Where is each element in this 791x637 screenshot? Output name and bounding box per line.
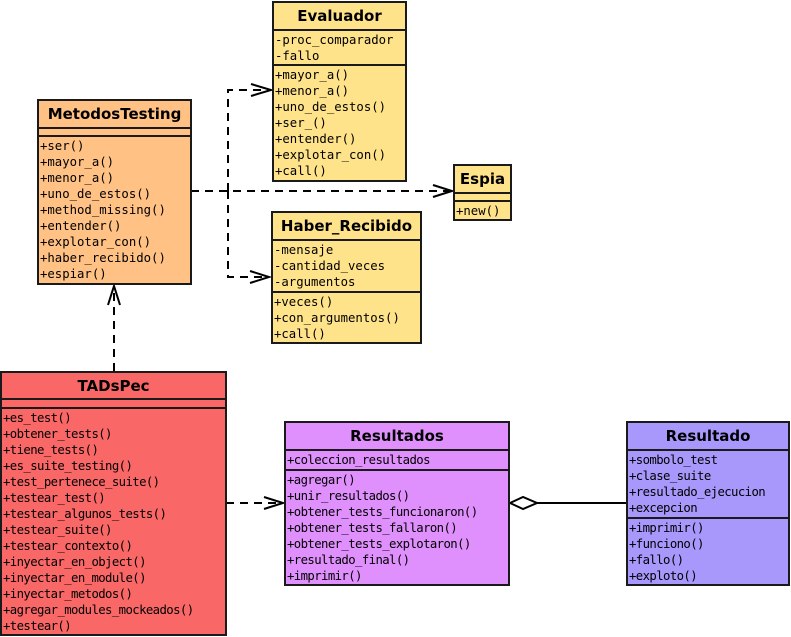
arrowhead-evaluador bbox=[250, 83, 275, 97]
method: +menor_a() bbox=[275, 84, 350, 98]
method: +testear_algunos_tests() bbox=[3, 507, 167, 521]
attribute: +sombolo_test bbox=[629, 453, 718, 467]
attributes-section bbox=[455, 194, 510, 202]
class-name: Haber_Recibido bbox=[273, 213, 420, 241]
method: +inyectar_en_module() bbox=[3, 571, 146, 585]
method: +imprimir() bbox=[629, 521, 704, 535]
aggregation-diamond bbox=[507, 495, 540, 511]
method: +ser_() bbox=[275, 116, 327, 130]
class-name: MetodosTesting bbox=[39, 101, 190, 129]
attributes-section bbox=[2, 400, 225, 409]
method: +explotar_con() bbox=[275, 148, 387, 162]
method: +exploto() bbox=[629, 569, 698, 583]
method: +call() bbox=[274, 327, 326, 341]
method: +con_argumentos() bbox=[274, 311, 400, 325]
class-name: Evaluador bbox=[274, 3, 405, 31]
arrowhead-espia bbox=[432, 184, 456, 198]
method: +fallo() bbox=[629, 553, 684, 567]
method: +inyectar_en_object() bbox=[3, 555, 146, 569]
class-name: Espia bbox=[455, 166, 510, 194]
attributes-section: +coleccion_resultados bbox=[286, 451, 508, 471]
method: +es_test() bbox=[3, 411, 72, 425]
class-metodos-testing[interactable]: MetodosTesting +ser() +mayor_a() +menor_a()… bbox=[37, 99, 192, 285]
methods-section: +new() bbox=[455, 202, 510, 220]
attribute: -proc_comparador bbox=[275, 33, 394, 47]
method: +obtener_tests() bbox=[3, 427, 112, 441]
methods-section: +agregar() +unir_resultados() +obtener_tes… bbox=[286, 471, 508, 585]
method: +agregar_modules_mockeados() bbox=[3, 603, 194, 617]
method: +resultado_final() bbox=[287, 553, 410, 567]
dependency-metodos-evaluador bbox=[227, 89, 270, 191]
method: +funciono() bbox=[629, 537, 704, 551]
method: +haber_recibido() bbox=[40, 251, 166, 265]
class-name: Resultados bbox=[286, 423, 508, 451]
class-evaluador[interactable]: Evaluador -proc_comparador -fallo +mayor_a(… bbox=[272, 1, 407, 182]
method: +imprimir() bbox=[287, 569, 362, 583]
attribute: +clase_suite bbox=[629, 469, 711, 483]
method: +test_pertenece_suite() bbox=[3, 475, 160, 489]
method: +testear_test() bbox=[3, 491, 106, 505]
method: +testear() bbox=[3, 619, 72, 633]
method: +agregar() bbox=[287, 473, 356, 487]
method: +entender() bbox=[40, 219, 122, 233]
methods-section: +veces() +con_argumentos() +call() bbox=[273, 293, 420, 343]
method: +call() bbox=[275, 164, 327, 178]
attributes-section: -proc_comparador -fallo bbox=[274, 31, 405, 66]
method: +testear_suite() bbox=[3, 523, 112, 537]
method: +veces() bbox=[274, 295, 334, 309]
class-espia[interactable]: Espia +new() bbox=[453, 164, 512, 221]
attribute: -argumentos bbox=[274, 275, 356, 289]
arrowhead-resultados bbox=[263, 496, 287, 510]
method: +entender() bbox=[275, 132, 357, 146]
methods-section: +es_test() +obtener_tests() +tiene_tests()… bbox=[2, 409, 225, 635]
arrowhead-haber-recibido bbox=[249, 270, 273, 284]
method: +new() bbox=[456, 204, 501, 218]
class-tadspec[interactable]: TADsPec +es_test() +obtener_tests() +tiene_… bbox=[0, 371, 227, 636]
arrowhead-metodos bbox=[107, 282, 121, 306]
method: +explotar_con() bbox=[40, 235, 152, 249]
attributes-section: +sombolo_test +clase_suite +resultado_ejec… bbox=[628, 451, 788, 519]
method: +ser() bbox=[40, 139, 85, 153]
method: +es_suite_testing() bbox=[3, 459, 133, 473]
attribute: -cantidad_veces bbox=[274, 259, 386, 273]
dependency-metodos-haber-recibido bbox=[227, 191, 268, 278]
attribute: +excepcion bbox=[629, 501, 698, 515]
method: +unir_resultados() bbox=[287, 489, 410, 503]
class-name: TADsPec bbox=[2, 373, 225, 400]
attribute: -mensaje bbox=[274, 243, 334, 257]
method: +uno_de_estos() bbox=[40, 187, 152, 201]
methods-section: +ser() +mayor_a() +menor_a() +uno_de_estos(… bbox=[39, 137, 190, 283]
methods-section: +imprimir() +funciono() +fallo() +exploto() bbox=[628, 519, 788, 585]
method: +method_missing() bbox=[40, 203, 166, 217]
attribute: +coleccion_resultados bbox=[287, 453, 430, 467]
attribute: +resultado_ejecucion bbox=[629, 485, 766, 499]
class-name: Resultado bbox=[628, 423, 788, 451]
method: +testear_contexto() bbox=[3, 539, 133, 553]
method: +espiar() bbox=[40, 267, 107, 281]
class-resultados[interactable]: Resultados +coleccion_resultados +agregar(… bbox=[284, 421, 510, 586]
methods-section: +mayor_a() +menor_a() +uno_de_estos() +ser_… bbox=[274, 66, 405, 180]
method: +obtener_tests_fallaron() bbox=[287, 521, 458, 535]
class-haber-recibido[interactable]: Haber_Recibido -mensaje -cantidad_veces -ar… bbox=[271, 211, 422, 344]
method: +uno_de_estos() bbox=[275, 100, 387, 114]
method: +obtener_tests_explotaron() bbox=[287, 537, 471, 551]
method: +tiene_tests() bbox=[3, 443, 99, 457]
method: +mayor_a() bbox=[275, 68, 350, 82]
attributes-section bbox=[39, 129, 190, 137]
attribute: -fallo bbox=[275, 49, 320, 63]
method: +menor_a() bbox=[40, 171, 115, 185]
method: +obtener_tests_funcionaron() bbox=[287, 505, 478, 519]
method: +mayor_a() bbox=[40, 155, 115, 169]
class-resultado[interactable]: Resultado +sombolo_test +clase_suite +resul… bbox=[626, 421, 790, 586]
method: +inyectar_metodos() bbox=[3, 587, 133, 601]
attributes-section: -mensaje -cantidad_veces -argumentos bbox=[273, 241, 420, 293]
